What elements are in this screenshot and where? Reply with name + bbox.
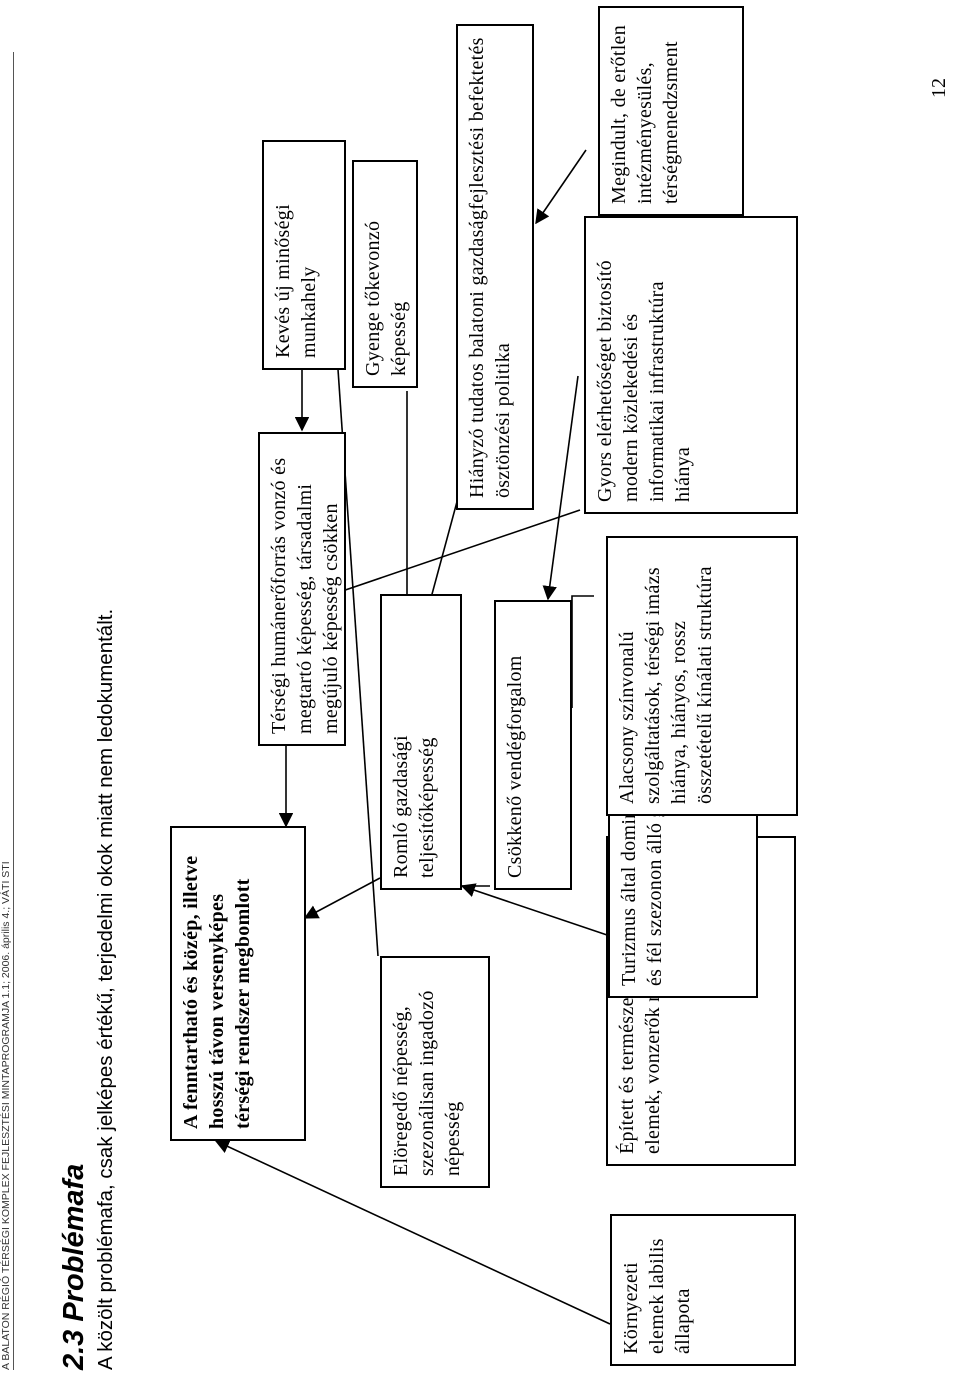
box-eloregedo-nepesseg: Elöregedő népesség, szezonálisan ingadoz… (380, 956, 490, 1188)
box-kornyezeti-elemek: Környezeti elemek labilis állapota (610, 1214, 796, 1366)
box-tokevonzo-kepesseg: Gyenge tőkevonzó képesség (352, 160, 418, 388)
box-gazdasagfejlesztesi-politika: Hiányzó tudatos balatoni gazdaságfejlesz… (456, 24, 534, 510)
link-gazdasag-to-humaneroforras (314, 509, 581, 603)
box-uj-munkahely: Kevés új minőségi munkahely (262, 140, 346, 370)
link-turizmus-to-romlo (460, 883, 611, 937)
link-megindult-to-gazdasag (535, 149, 587, 225)
link-alacsony-to-vendeg (571, 595, 594, 708)
link-gyors-to-vendeg (542, 375, 579, 601)
box-csokkeno-vendegforgalom: Csökkenő vendégforgalom (494, 600, 572, 890)
box-alacsony-szolgaltatasok: Alacsony színvonalú szolgáltatások, térs… (606, 536, 798, 816)
box-humaneroforras: Térségi humánerőforrás vonzó és megtartó… (258, 432, 346, 746)
link-romlo-to-fenntarthato (303, 877, 381, 919)
box-romlo-gazdasagi: Romló gazdasági teljesítőképesség (380, 594, 462, 890)
box-megindult-intezmenyesules: Megindult, de erőtlen intézményesülés, t… (598, 6, 744, 216)
box-gyors-elerhetoseg: Gyors elérhetőséget biztosító modern köz… (584, 216, 798, 514)
link-kornyezeti-to-fenntarthato (214, 1139, 611, 1325)
page-number: 12 (928, 78, 950, 98)
box-fenntarthato-rendszer: A fenntartható és közép, illetve hosszú … (170, 826, 306, 1141)
